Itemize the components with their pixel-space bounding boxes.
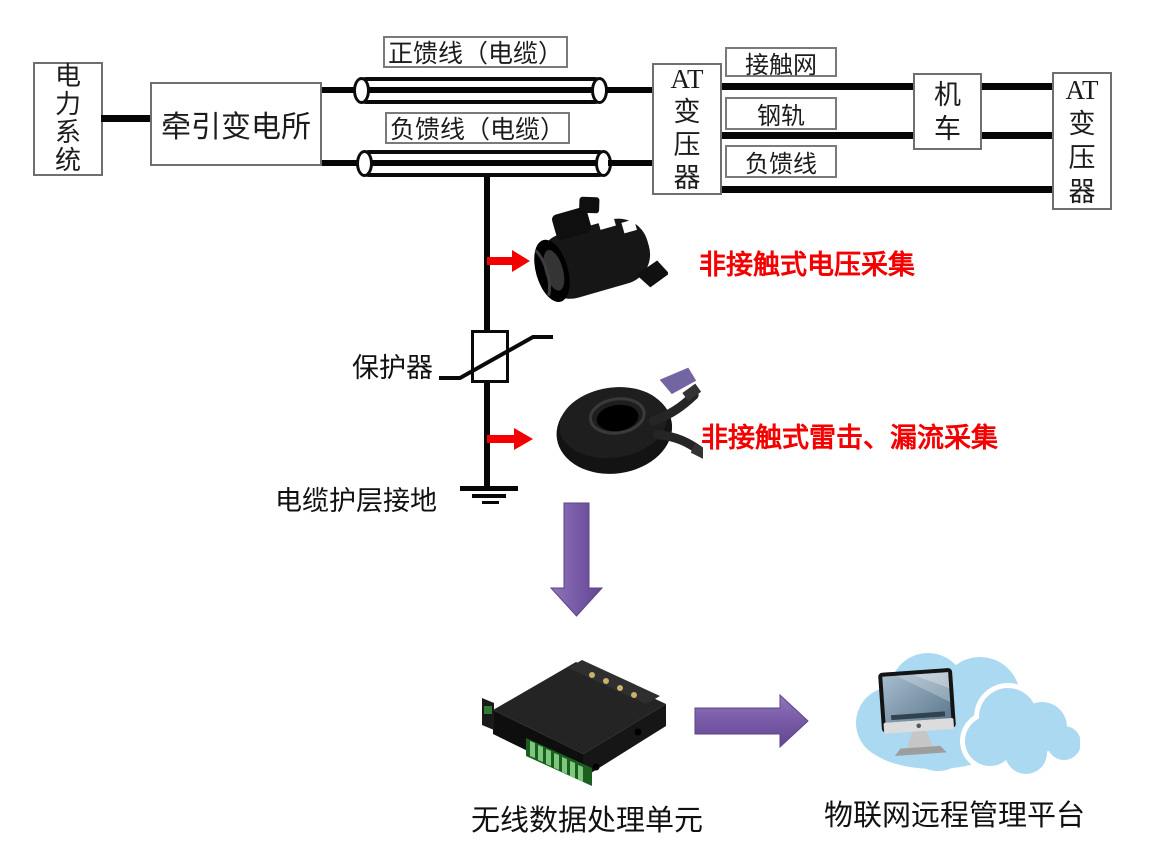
- cable-sheath-ground-label: 电缆护层接地: [275, 486, 437, 516]
- purple-down-arrow-icon: [549, 502, 604, 617]
- ground-bar-3: [482, 501, 499, 504]
- negative-feeder-label: 负馈线: [745, 152, 817, 178]
- at-transformer-right-label: AT变压器: [1065, 75, 1099, 207]
- locomotive-label: 机车: [934, 79, 961, 144]
- catenary-line-left: [722, 83, 913, 90]
- cable2-left-lead: [322, 160, 362, 166]
- lightning-leakage-annotation: 非接触式雷击、漏流采集: [701, 423, 998, 453]
- negative-feeder-cable-label-box: 负馈线（电缆）: [385, 112, 570, 144]
- varistor-symbol: [471, 330, 509, 383]
- ground-bar-2: [472, 494, 506, 498]
- wireless-unit-label: 无线数据处理单元: [471, 805, 704, 837]
- purple-right-arrow-icon: [694, 693, 809, 749]
- catenary-box: 接触网: [725, 47, 837, 79]
- cloud-computer: [856, 653, 1080, 777]
- sheath-drop-line-lower: [484, 383, 490, 486]
- cable2-left-end-icon: [356, 150, 373, 177]
- rail-line-left: [722, 132, 913, 139]
- varistor-diagonal-icon: [439, 335, 553, 380]
- rail-label: 钢轨: [757, 104, 805, 130]
- catenary-line-right: [982, 83, 1052, 90]
- clamp-voltage-sensor: [534, 196, 668, 302]
- sheath-drop-line-upper: [484, 177, 490, 330]
- traction-substation-label: 牵引变电所: [161, 111, 311, 144]
- power-system-box: 电力系统: [33, 62, 103, 176]
- traction-substation-box: 牵引变电所: [150, 82, 322, 166]
- imac-computer-icon: [878, 668, 956, 757]
- cable2-core-line: [367, 160, 605, 166]
- cable1-left-end-icon: [353, 77, 370, 104]
- red-arrow-leakage-head-icon: [514, 428, 533, 450]
- rail-line-right: [982, 132, 1052, 139]
- red-arrow-voltage-icon: [487, 257, 513, 265]
- at-transformer-left-box: AT变压器: [652, 63, 722, 195]
- negative-feeder-line: [722, 186, 1052, 193]
- locomotive-box: 机车: [913, 73, 982, 150]
- red-arrow-voltage-head-icon: [512, 250, 530, 272]
- red-arrow-leakage-icon: [487, 435, 515, 443]
- earth-ground-symbol: [460, 486, 518, 491]
- voltage-collection-annotation: 非接触式电压采集: [699, 250, 915, 280]
- wireless-data-unit-device: [482, 660, 666, 786]
- iot-platform-label: 物联网远程管理平台: [824, 800, 1086, 832]
- cable1-core-line: [364, 87, 600, 93]
- rail-box: 钢轨: [725, 97, 837, 130]
- line-power-to-substation: [101, 115, 151, 122]
- cable1-left-lead: [322, 87, 358, 93]
- at-transformer-right-box: AT变压器: [1052, 72, 1112, 210]
- positive-feeder-cable-label: 正馈线（电缆）: [387, 41, 563, 68]
- catenary-label: 接触网: [745, 52, 817, 79]
- cable1-right-lead: [605, 87, 652, 93]
- at-transformer-left-label: AT变压器: [670, 64, 704, 193]
- power-system-label: 电力系统: [54, 62, 81, 175]
- toroid-current-sensor: [556, 367, 703, 474]
- cable2-right-lead: [608, 160, 652, 166]
- negative-feeder-cable-label: 负馈线（电缆）: [389, 117, 565, 144]
- positive-feeder-cable-label-box: 正馈线（电缆）: [383, 36, 568, 68]
- protector-label: 保护器: [352, 353, 433, 383]
- negative-feeder-box: 负馈线: [725, 145, 837, 178]
